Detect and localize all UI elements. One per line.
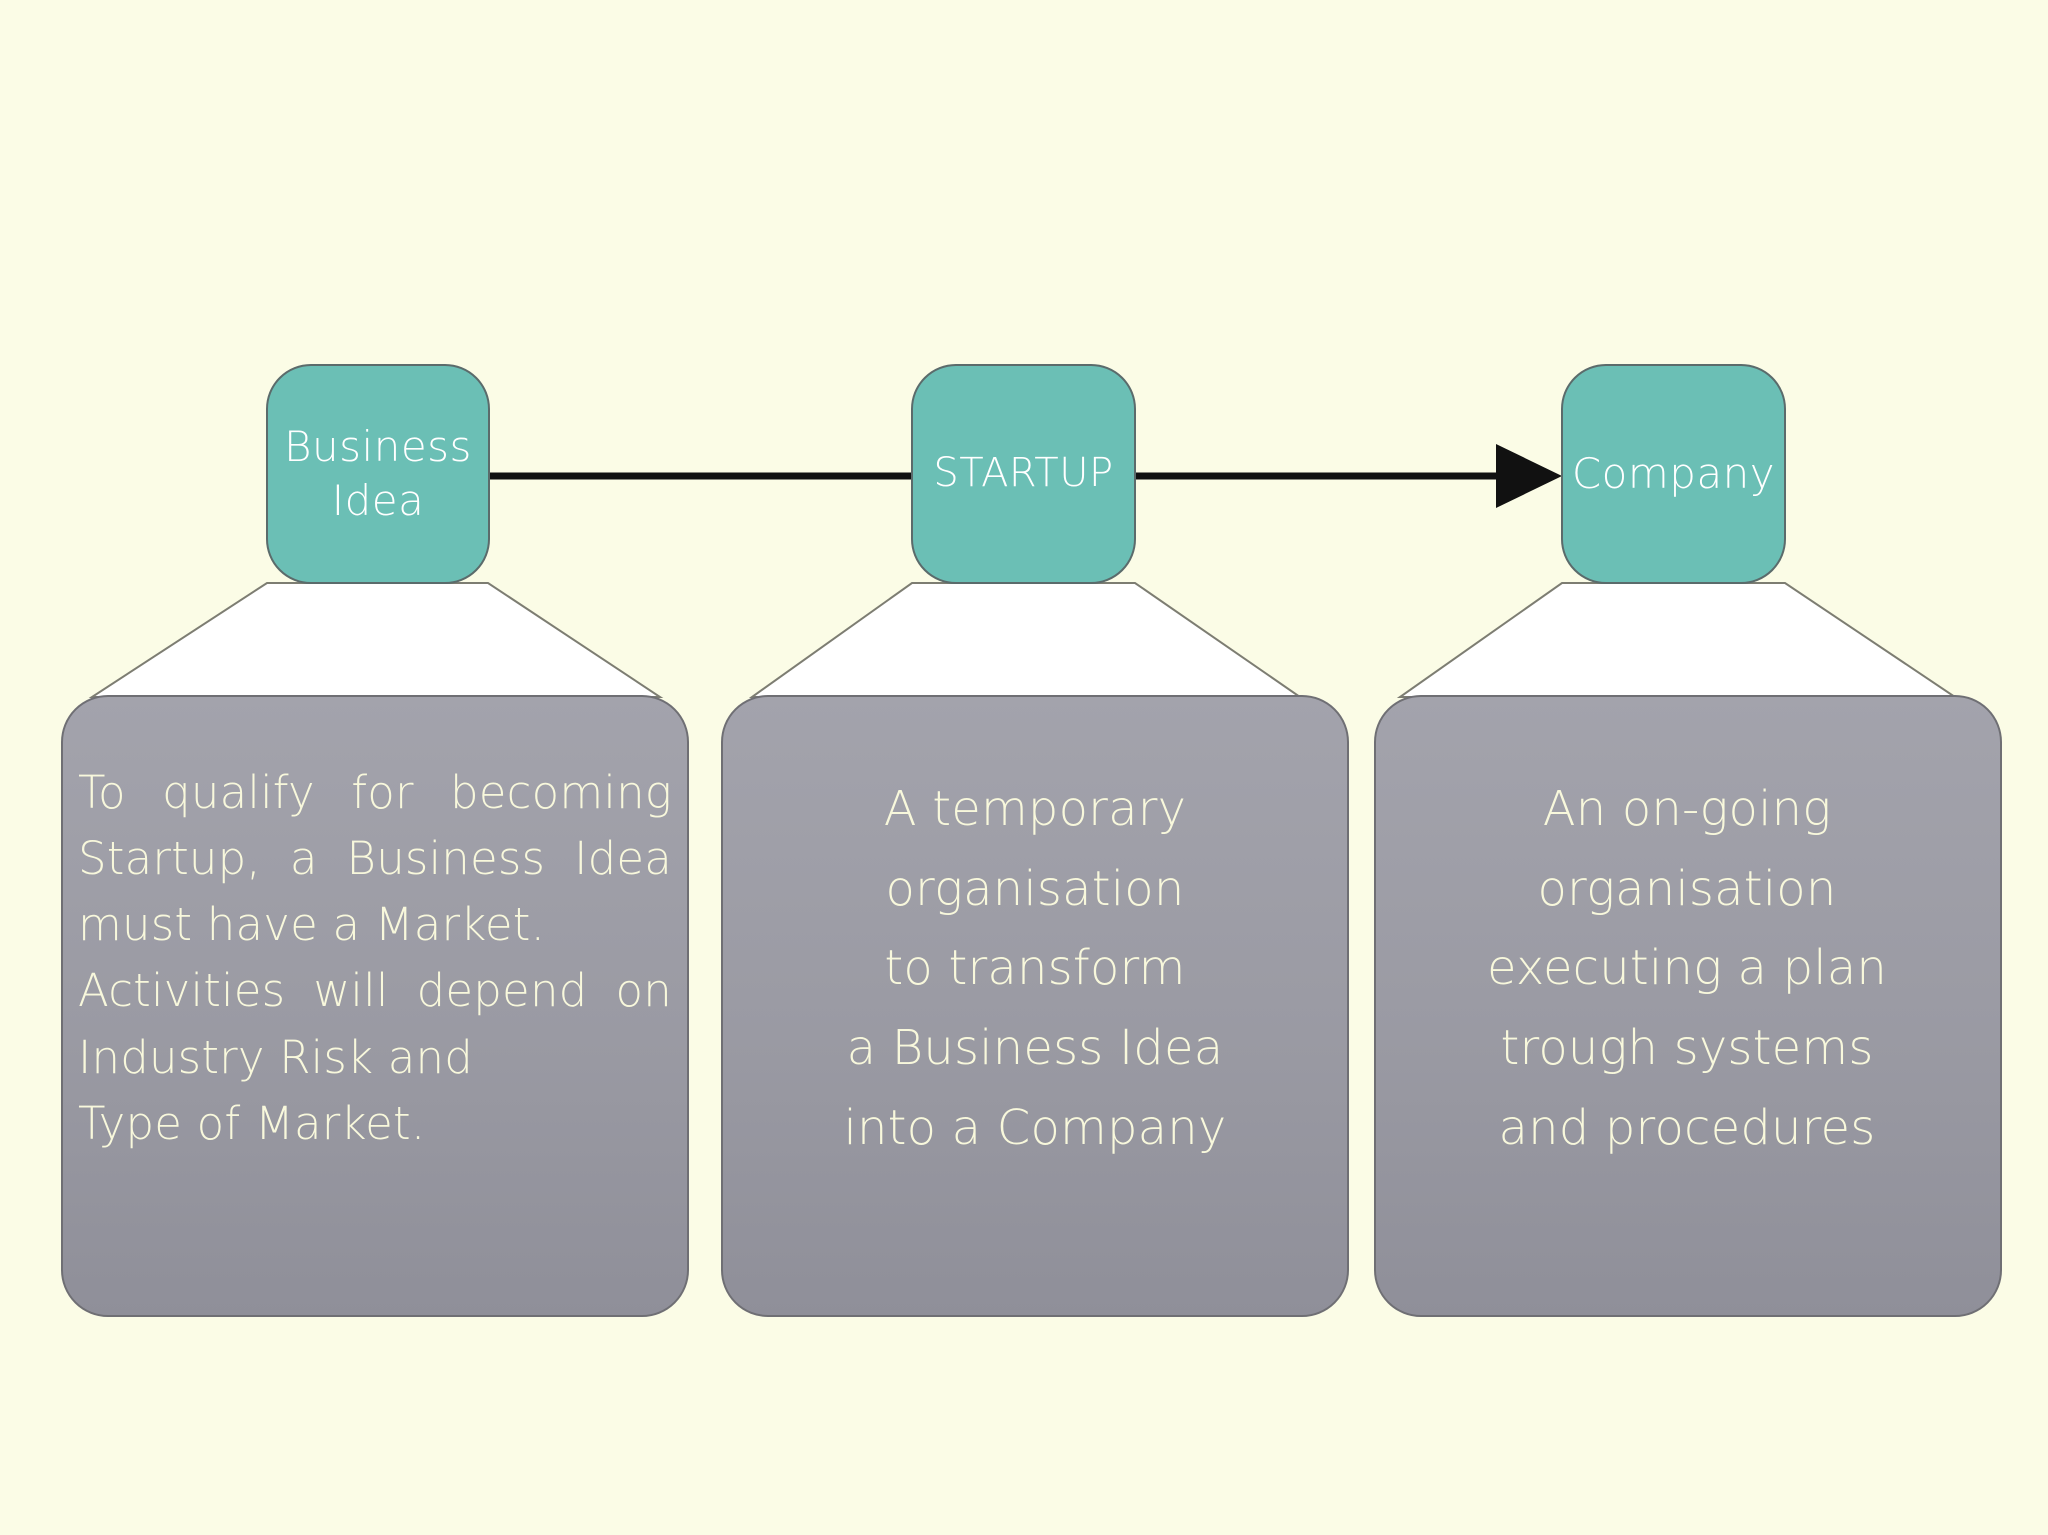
funnel-company	[1396, 582, 1959, 698]
callout-box-business-idea	[61, 695, 689, 1317]
funnel-business-idea	[88, 582, 664, 698]
node-box-business-idea[interactable]	[266, 364, 490, 584]
node-box-company[interactable]	[1561, 364, 1786, 584]
node-box-startup[interactable]	[911, 364, 1136, 584]
connector-arrowhead-icon	[1496, 444, 1562, 508]
callout-box-company	[1374, 695, 2002, 1317]
funnel-startup	[748, 582, 1304, 698]
callout-box-startup	[721, 695, 1349, 1317]
